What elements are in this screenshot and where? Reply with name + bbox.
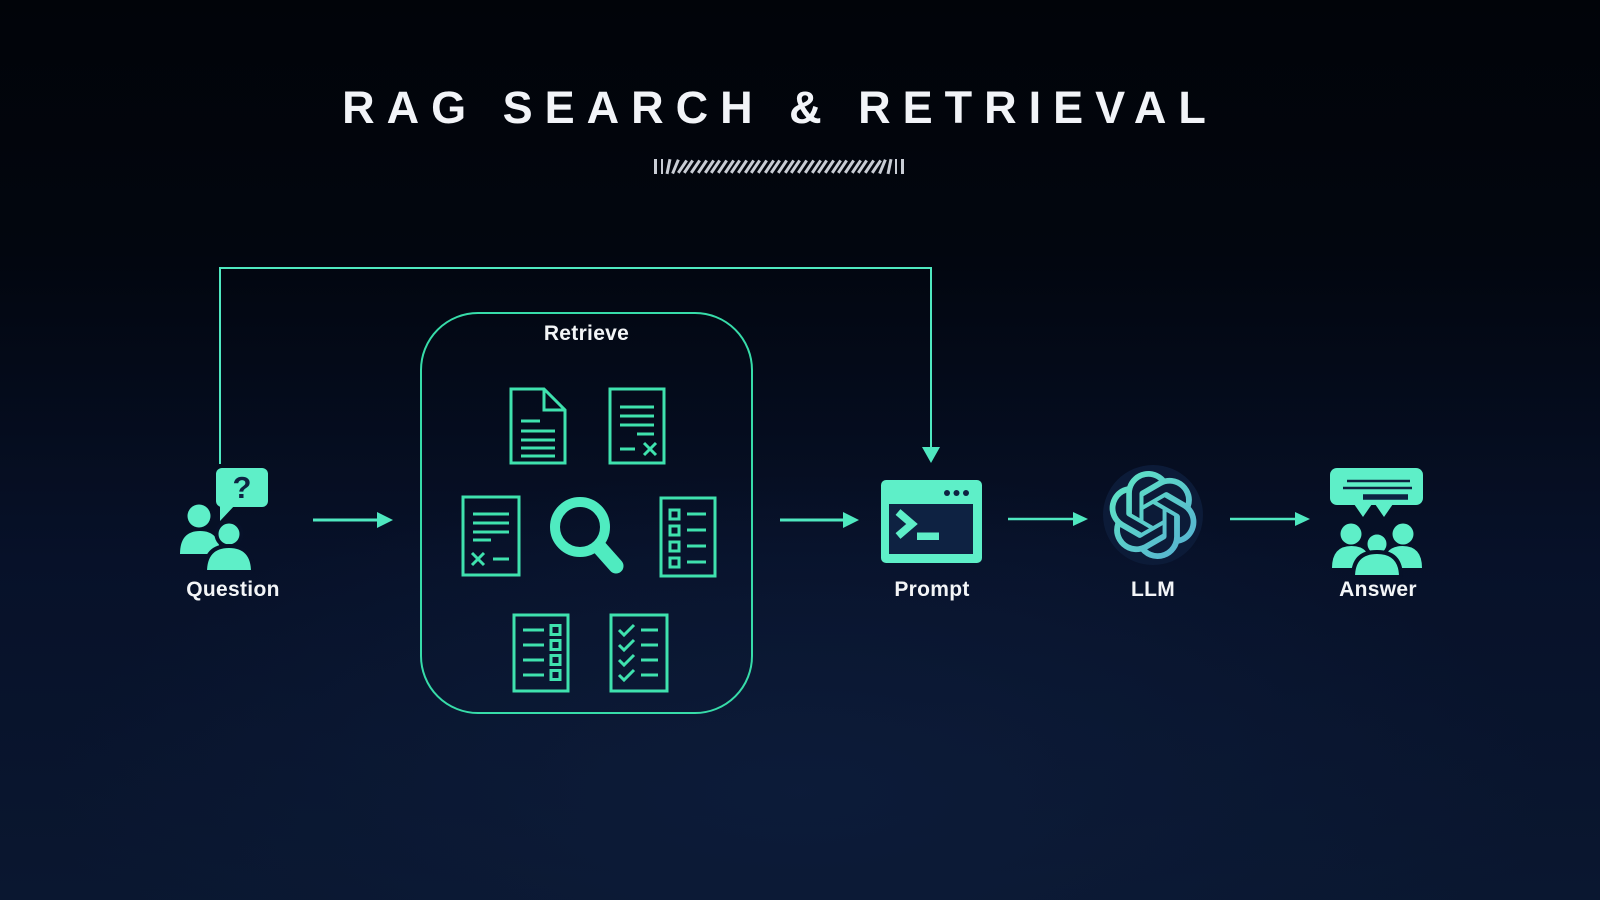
document-rejected-alt-icon bbox=[461, 495, 521, 577]
feedback-arrowhead bbox=[922, 447, 940, 463]
llm-label: LLM bbox=[1130, 578, 1176, 601]
list-checkbox-alt-icon bbox=[512, 613, 570, 693]
retrieve-label: Retrieve bbox=[543, 322, 630, 345]
retrieve-box bbox=[420, 312, 753, 714]
openai-logo-icon bbox=[1109, 471, 1197, 559]
magnifier-icon bbox=[550, 497, 624, 574]
answer-people-icon bbox=[1330, 468, 1423, 579]
arrowhead bbox=[1073, 512, 1088, 526]
arrowhead bbox=[1295, 512, 1310, 526]
arrowhead bbox=[843, 512, 859, 528]
feedback-line-question-to-prompt bbox=[219, 267, 932, 464]
list-checkbox-icon bbox=[659, 496, 717, 578]
arrowhead bbox=[377, 512, 393, 528]
llm-circle-backdrop bbox=[1103, 465, 1203, 565]
answer-label: Answer bbox=[1339, 578, 1417, 601]
document-rejected-icon bbox=[608, 387, 666, 465]
checklist-icon bbox=[609, 613, 669, 693]
question-label: Question bbox=[186, 578, 280, 601]
page-title: RAG SEARCH & RETRIEVAL bbox=[342, 82, 1218, 133]
document-icon bbox=[509, 387, 567, 465]
title-hatch-decoration bbox=[654, 158, 914, 174]
svg-text:?: ? bbox=[233, 470, 252, 505]
question-people-icon: ? bbox=[180, 468, 268, 574]
terminal-icon bbox=[881, 480, 982, 563]
prompt-label: Prompt bbox=[894, 578, 970, 601]
